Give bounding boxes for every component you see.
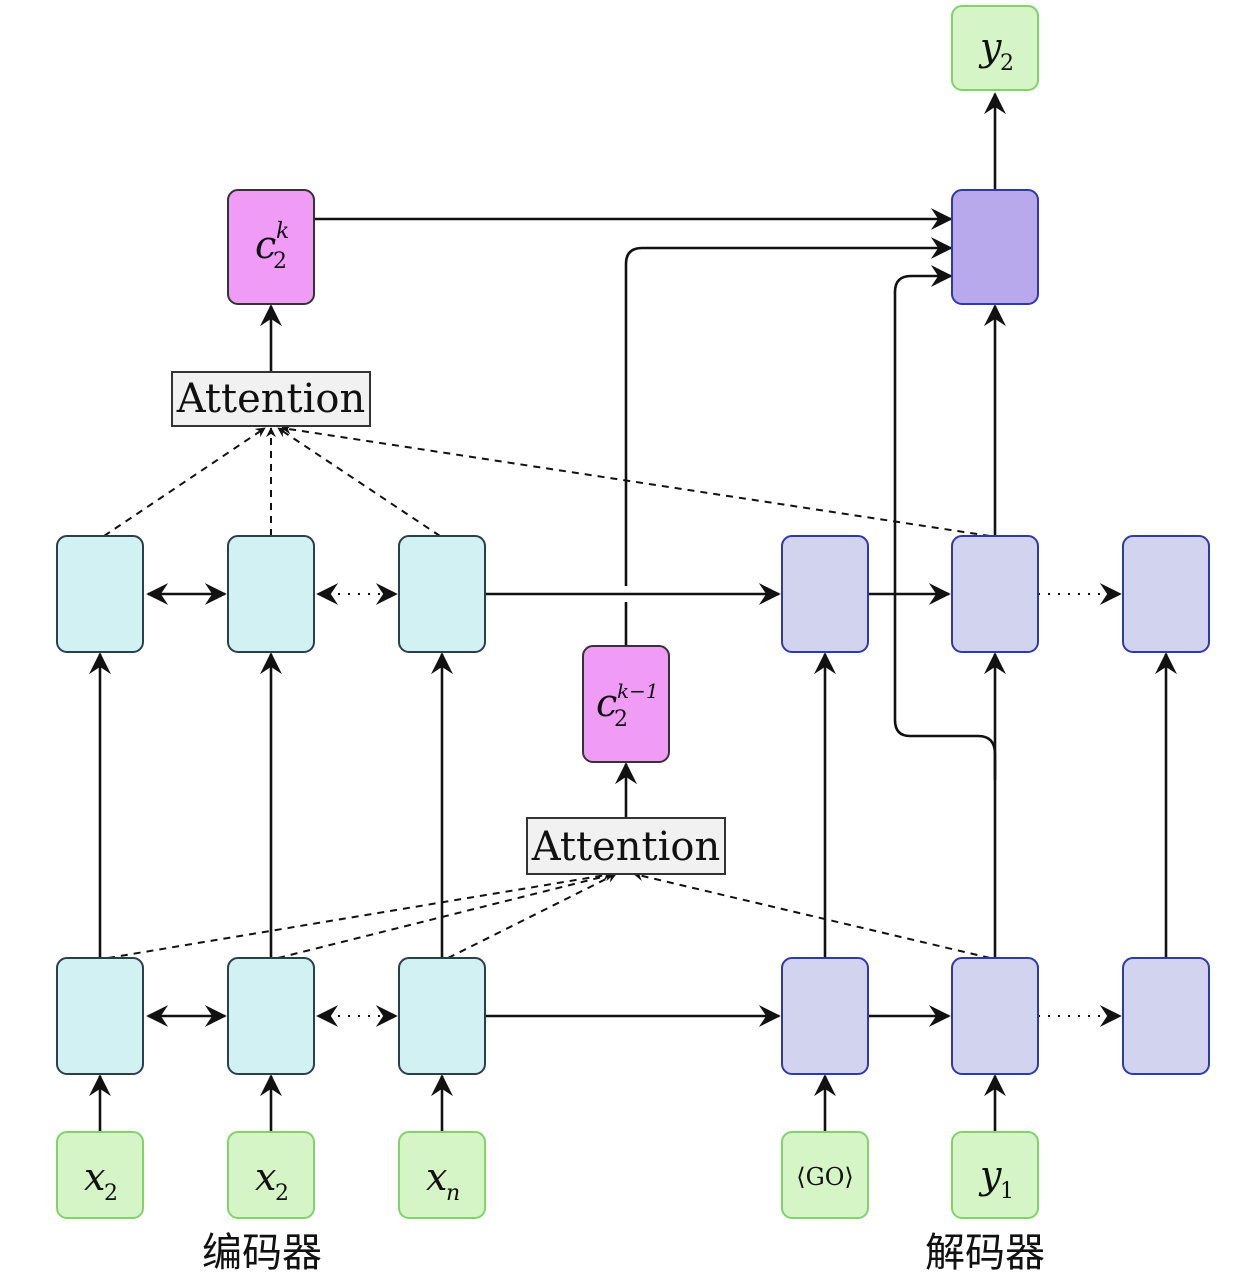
arrow-ctx-bottom-to-output [624, 237, 953, 586]
attention-bottom: Attention [526, 817, 726, 875]
encoder-cell-l1-3 [398, 957, 486, 1075]
output-base: y [978, 25, 1002, 69]
go-label: ⟨GO⟩ [796, 1163, 854, 1191]
input-1-base: x [84, 1155, 105, 1199]
arrow-dec2-l1-to-output [893, 265, 997, 780]
encoder-cell-l2-2 [227, 535, 315, 653]
input-2-sub: 2 [275, 1181, 289, 1206]
context-bottom: c 2 k−1 [582, 645, 670, 763]
dash-enc1-to-attn-bottom [107, 870, 613, 959]
decoder-input-base: y [978, 1153, 1002, 1197]
inputs: x 2 x 2 x n ⟨GO⟩ y 1 [56, 1131, 1039, 1219]
context-top: c 2 k [227, 189, 315, 305]
dash-dec2-to-attn-top [281, 424, 991, 537]
layer-1 [56, 957, 1210, 1075]
ctx-bottom-base: c [596, 681, 617, 725]
input-3-base: x [426, 1155, 447, 1199]
encoder-cell-l1-2 [227, 957, 315, 1075]
ctx-bottom-sub: 2 [614, 707, 628, 732]
decoder-label: 解码器 [925, 1230, 1045, 1276]
ctx-top-base: c [255, 223, 276, 267]
go-node [781, 1131, 869, 1219]
dash-enc1-to-attn-top [103, 427, 266, 537]
input-node-2 [227, 1131, 315, 1219]
input-node-3 [398, 1131, 486, 1219]
input-2-base: x [255, 1155, 276, 1199]
encoder-label: 编码器 [202, 1230, 322, 1276]
context-vector-top [227, 189, 315, 305]
decoder-cell-l2-3 [1122, 535, 1210, 653]
decoder-input-node [951, 1131, 1039, 1219]
decoder-cell-l1-3 [1122, 957, 1210, 1075]
dash-enc2-to-attn-bottom [277, 871, 615, 959]
ctx-bottom-sup: k−1 [617, 679, 659, 703]
input-3-sub: n [446, 1181, 460, 1206]
output-node [951, 5, 1039, 91]
decoder-cell-l2-1 [781, 535, 869, 653]
encoder-cell-l2-3 [398, 535, 486, 653]
dash-dec2-to-attn-bottom [633, 871, 991, 959]
encoder-cell-l1-1 [56, 957, 144, 1075]
attention-box-bottom [526, 817, 726, 875]
decoder-input-sub: 1 [1000, 1179, 1014, 1204]
decoder-cell-l1-2 [951, 957, 1039, 1075]
attention-box-top [171, 371, 371, 427]
dash-enc3-to-attn-top [277, 427, 441, 537]
layer-2 [56, 535, 1210, 653]
input-1-sub: 2 [104, 1181, 118, 1206]
dash-enc3-to-attn-bottom [447, 873, 617, 959]
attention-top: Attention [171, 371, 371, 427]
attention-top-label: Attention [176, 376, 365, 422]
connections [89, 92, 1177, 1132]
output: y 2 [951, 5, 1039, 91]
decoder-output-cell [951, 189, 1039, 305]
context-vector-bottom [582, 645, 670, 763]
output-sub: 2 [1000, 51, 1014, 76]
input-node-1 [56, 1131, 144, 1219]
ctx-top-sup: k [276, 219, 289, 244]
decoder-cell-l1-1 [781, 957, 869, 1075]
attention-bottom-label: Attention [531, 824, 720, 870]
encoder-cell-l2-1 [56, 535, 144, 653]
decoder-cell-l2-2 [951, 535, 1039, 653]
ctx-top-sub: 2 [273, 249, 287, 274]
